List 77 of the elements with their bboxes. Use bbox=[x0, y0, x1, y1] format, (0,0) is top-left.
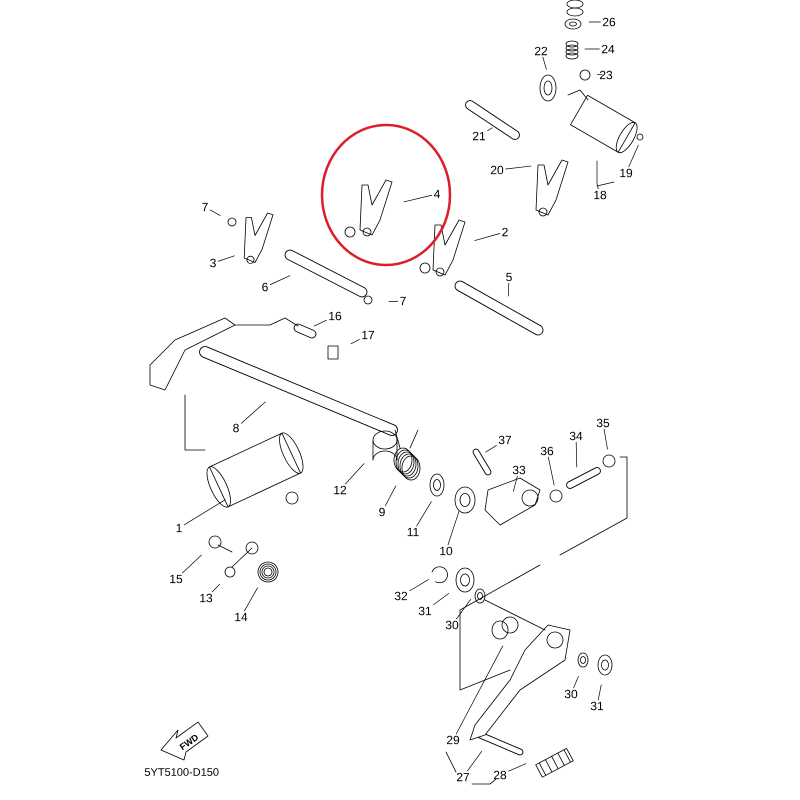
leader-line bbox=[416, 501, 432, 526]
leader-line bbox=[212, 584, 220, 592]
callout-number: 18 bbox=[594, 190, 606, 200]
callout-number: 15 bbox=[170, 574, 182, 584]
callout-number: 10 bbox=[440, 546, 452, 556]
callout-number: 11 bbox=[408, 528, 419, 536]
callout-number: 26 bbox=[602, 18, 616, 26]
callout-number: 30 bbox=[564, 690, 578, 698]
leader-line bbox=[210, 210, 221, 216]
callout-number: 23 bbox=[600, 70, 612, 80]
callout-number: 9 bbox=[379, 508, 385, 516]
callout-number: 17 bbox=[362, 330, 374, 340]
leader-line bbox=[467, 750, 482, 772]
callout-number: 35 bbox=[596, 418, 610, 428]
leader-line bbox=[345, 463, 364, 484]
callout-number: 7 bbox=[202, 202, 208, 212]
leader-line bbox=[218, 256, 235, 262]
callout-number: 31 bbox=[418, 606, 432, 616]
callout-number: 14 bbox=[235, 612, 248, 622]
callout-number: 5 bbox=[506, 272, 512, 282]
leader-line bbox=[508, 763, 526, 772]
leader-line bbox=[628, 144, 639, 168]
leader-line bbox=[474, 233, 500, 241]
leader-line bbox=[384, 486, 396, 506]
leader-line bbox=[244, 587, 258, 612]
leader-line bbox=[388, 300, 398, 302]
leader-line bbox=[240, 402, 266, 424]
callout-number: 29 bbox=[446, 736, 460, 744]
callout-number: 22 bbox=[534, 46, 548, 56]
leader-line bbox=[584, 48, 600, 50]
callout-number: 36 bbox=[540, 446, 554, 456]
leader-line bbox=[403, 194, 432, 202]
callout-number: 31 bbox=[590, 702, 604, 710]
callout-number: 13 bbox=[200, 594, 212, 602]
leader-line bbox=[487, 127, 493, 132]
callout-number: 27 bbox=[456, 772, 470, 782]
callout-number: 21 bbox=[472, 132, 486, 140]
callout-number: 32 bbox=[394, 592, 408, 600]
callout-number: 2 bbox=[502, 228, 508, 236]
leader-line bbox=[604, 428, 608, 450]
callout-number: 3 bbox=[210, 258, 216, 268]
leader-line bbox=[512, 476, 518, 492]
leader-line bbox=[596, 160, 599, 190]
callout-number: 16 bbox=[329, 312, 342, 320]
callout-number: 37 bbox=[498, 436, 512, 444]
leader-line bbox=[432, 593, 450, 606]
leader-line bbox=[598, 684, 602, 700]
callout-number: 33 bbox=[512, 466, 526, 474]
callout-number: 20 bbox=[490, 166, 504, 174]
callout-number: 34 bbox=[570, 432, 582, 440]
leader-line bbox=[448, 510, 460, 546]
leader-line bbox=[548, 456, 555, 486]
callout-number: 6 bbox=[262, 282, 268, 292]
leader-line bbox=[314, 320, 327, 326]
leader-line bbox=[182, 554, 202, 574]
leader-line bbox=[456, 646, 504, 734]
callout-number: 4 bbox=[434, 190, 440, 198]
leader-line bbox=[576, 442, 578, 468]
callout-number: 8 bbox=[233, 424, 239, 432]
leader-line bbox=[456, 598, 472, 620]
callout-number: 12 bbox=[334, 486, 346, 494]
leader-line bbox=[350, 339, 360, 344]
leader-line bbox=[409, 579, 429, 592]
leader-line bbox=[542, 56, 547, 70]
callout-number: 30 bbox=[446, 620, 458, 630]
leader-line bbox=[597, 74, 602, 76]
leader-line bbox=[184, 499, 226, 526]
leader-line bbox=[508, 282, 510, 296]
callout-number: 24 bbox=[602, 44, 614, 54]
leader-line bbox=[270, 275, 290, 285]
leader-line bbox=[505, 166, 532, 170]
leader-line bbox=[573, 676, 579, 688]
callout-number: 28 bbox=[494, 770, 506, 780]
callout-number: 19 bbox=[620, 168, 632, 178]
leader-line bbox=[485, 445, 497, 453]
callout-number: 7 bbox=[400, 296, 406, 306]
callout-number: 1 bbox=[176, 524, 182, 532]
